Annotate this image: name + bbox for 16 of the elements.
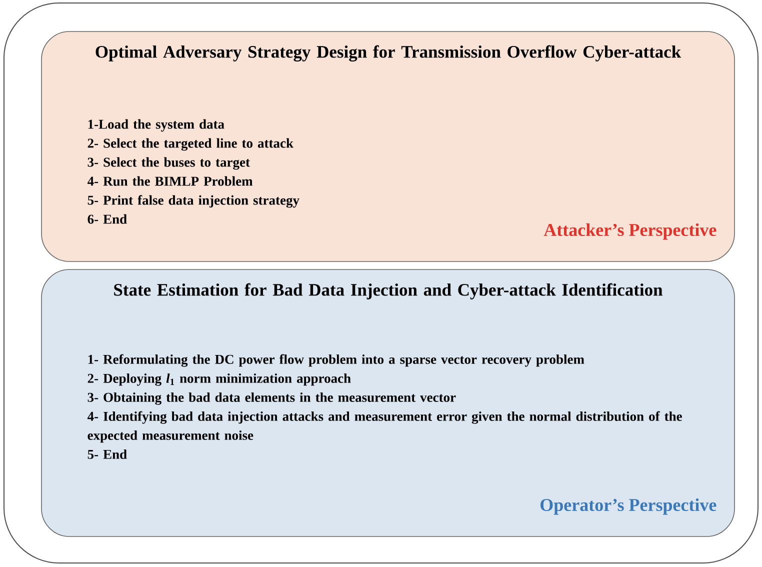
list-item: 2- Deploying l$_{1}$ norm minimization approach: [88, 373, 351, 386]
list-item: 5- Print false data injection strategy: [88, 195, 300, 208]
list-item: 4- Run the BIMLP Problem: [88, 176, 253, 186]
list-item: 1- Reformulating the DC power flow problem into a sparse vector recovery problem: [88, 354, 584, 367]
perspective-label: Attacker’s Perspective: [544, 223, 716, 240]
list-item: 3- Select the buses to target: [88, 157, 250, 170]
panel-title: State Estimation for Bad Data Injection and Cyber-attack Identification: [114, 283, 663, 300]
outer-frame: [4, 2, 759, 564]
list-item: 5- End: [88, 449, 127, 459]
list-item: 4- Identifying bad data injection attacks and measurement error given the normal distribution of the expected measurement noise: [88, 411, 682, 443]
list-item: 2- Select the targeted line to attack: [88, 138, 294, 151]
panel-title: Optimal Adversary Strategy Design for Transmission Overflow Cyber-attack: [96, 45, 682, 62]
list-item: 3- Obtaining the bad data elements in the measurement vector: [88, 392, 456, 405]
list-item: 6- End: [88, 214, 127, 224]
perspective-label: Operator’s Perspective: [540, 498, 716, 515]
list-item: 1-Load the system data: [88, 119, 224, 132]
